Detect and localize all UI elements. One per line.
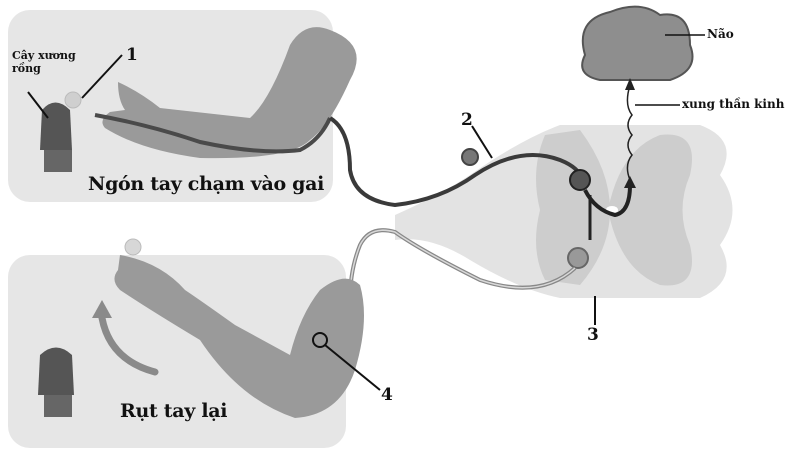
marker-2-line bbox=[471, 125, 493, 159]
effector-muscle bbox=[312, 332, 328, 348]
cactus-label-line1: Cây xương bbox=[12, 49, 76, 62]
withdrawal-arrow-icon bbox=[98, 314, 159, 376]
nerve-impulse-label: xung thần kinh bbox=[682, 97, 785, 111]
sensory-neuron bbox=[328, 116, 584, 208]
motor-cell-body bbox=[567, 247, 589, 269]
cactus-top-icon bbox=[40, 102, 72, 172]
sensory-cell-body bbox=[461, 148, 479, 166]
marker-1-line bbox=[81, 54, 123, 99]
marker-4: 4 bbox=[381, 385, 393, 405]
marker-3: 3 bbox=[587, 325, 599, 345]
spinal-cord bbox=[395, 125, 733, 298]
interneuron-cell-body bbox=[569, 169, 591, 191]
marker-1: 1 bbox=[126, 45, 138, 65]
nerve-impulse-to-brain bbox=[626, 84, 633, 181]
bottom-arm bbox=[114, 255, 364, 418]
cactus-label-line2: rồng bbox=[12, 62, 41, 75]
top-panel-caption: Ngón tay chạm vào gai bbox=[88, 173, 325, 195]
interneuron bbox=[583, 184, 632, 218]
stimulus-point-top bbox=[64, 91, 82, 109]
bottom-panel-caption: Rụt tay lại bbox=[120, 400, 228, 422]
stimulus-point-bottom bbox=[124, 238, 142, 256]
cactus-label: Cây xương rồng bbox=[12, 49, 76, 75]
marker-4-line bbox=[324, 344, 381, 391]
brain-icon bbox=[581, 5, 694, 81]
cactus-bottom-icon bbox=[38, 347, 74, 417]
cactus-label-line bbox=[27, 91, 49, 119]
top-arm bbox=[94, 27, 357, 159]
marker-2: 2 bbox=[461, 110, 473, 130]
brain-label: Não bbox=[707, 27, 734, 41]
